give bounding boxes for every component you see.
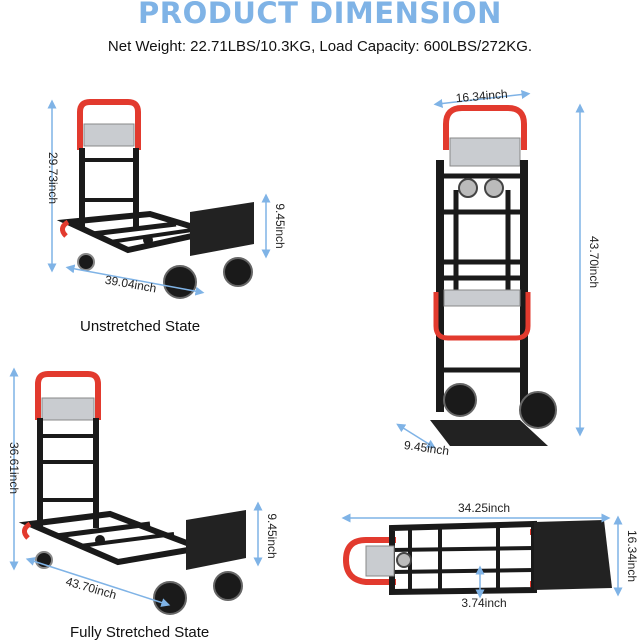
stretched-length-label: 43.70inch bbox=[64, 574, 118, 602]
folded-cart bbox=[341, 513, 623, 599]
product-specs: Net Weight: 22.71LBS/10.3KG, Load Capaci… bbox=[107, 38, 533, 55]
unstretched-length-label: 39.04inch bbox=[104, 273, 158, 296]
upright-plate-label: 9.45inch bbox=[403, 438, 450, 458]
folded-thickness-label: 3.74inch bbox=[461, 596, 506, 610]
upright-cart bbox=[396, 90, 585, 449]
unstretched-height-label: 29.73inch bbox=[46, 152, 60, 204]
unstretched-cart bbox=[47, 99, 271, 299]
stretched-height-label: 36.61inch bbox=[7, 442, 21, 494]
unstretched-plate-label: 9.45inch bbox=[273, 203, 287, 248]
stretched-cart bbox=[9, 367, 263, 615]
folded-width-label: 16.34inch bbox=[625, 530, 639, 582]
upright-width-label: 16.34inch bbox=[455, 87, 508, 105]
stretched-state-label: Fully Stretched State bbox=[70, 624, 210, 641]
unstretched-state-label: Unstretched State bbox=[80, 318, 201, 335]
upright-height-label: 43.70inch bbox=[587, 236, 601, 288]
folded-length-label: 34.25inch bbox=[458, 501, 510, 515]
page-title: PRODUCT DIMENSION bbox=[138, 0, 502, 30]
stretched-plate-label: 9.45inch bbox=[265, 513, 279, 558]
